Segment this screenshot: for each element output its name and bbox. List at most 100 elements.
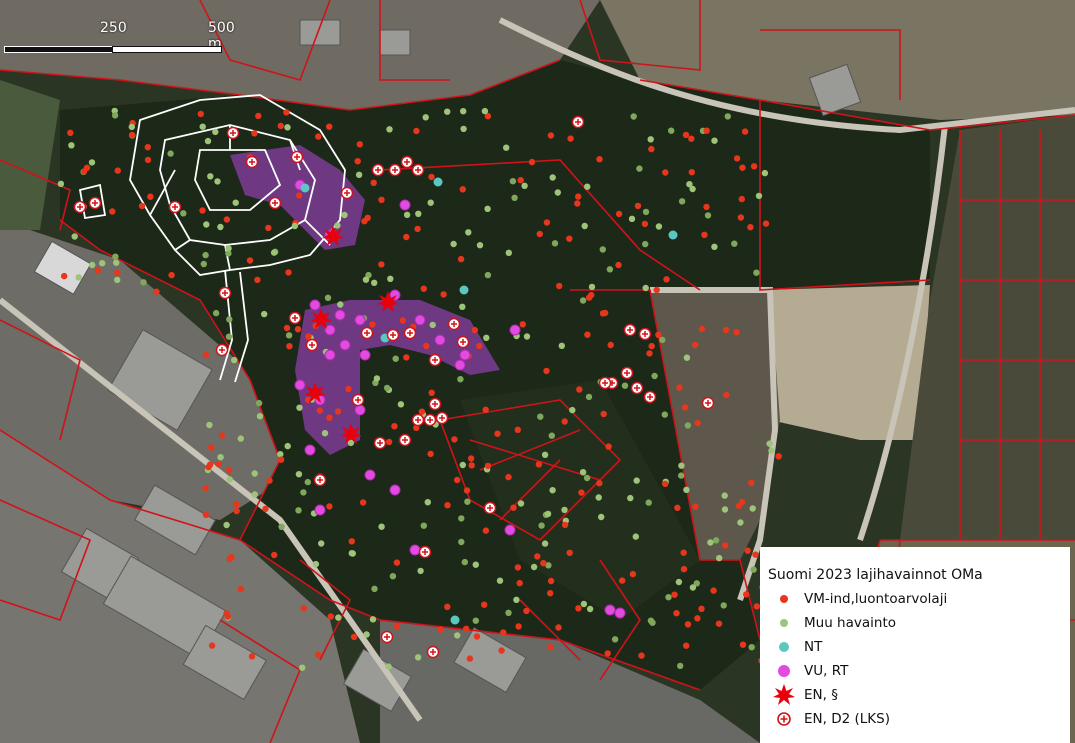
observation-point bbox=[321, 430, 329, 437]
observation-point bbox=[514, 426, 521, 433]
circle-cross-icon bbox=[88, 196, 102, 210]
observation-point bbox=[688, 135, 695, 142]
observation-point bbox=[391, 423, 398, 430]
observation-point bbox=[255, 399, 263, 407]
observation-point bbox=[540, 560, 547, 567]
observation-point bbox=[467, 455, 475, 462]
observation-point bbox=[57, 180, 65, 187]
observation-point bbox=[444, 502, 451, 509]
observation-point bbox=[581, 222, 588, 230]
observation-point bbox=[114, 269, 121, 276]
circle-cross-icon bbox=[598, 376, 612, 390]
observation-point bbox=[519, 321, 526, 328]
observation-point bbox=[662, 480, 669, 487]
magenta-dot-icon bbox=[772, 659, 796, 683]
observation-point bbox=[723, 391, 730, 399]
observation-point bbox=[737, 519, 744, 526]
observation-point bbox=[199, 123, 206, 130]
observation-point bbox=[223, 216, 231, 223]
observation-point bbox=[739, 641, 747, 648]
circle-cross-icon bbox=[380, 630, 394, 644]
observation-point bbox=[369, 321, 376, 328]
observation-point bbox=[509, 178, 517, 185]
observation-point bbox=[71, 233, 78, 240]
nt-point bbox=[300, 183, 310, 193]
observation-point bbox=[212, 309, 220, 317]
map-legend: Suomi 2023 lajihavainnot OMa VM-ind,luon… bbox=[760, 547, 1070, 743]
observation-point bbox=[248, 653, 256, 660]
observation-point bbox=[403, 233, 410, 241]
observation-point bbox=[296, 404, 303, 411]
vu-rt-point bbox=[324, 349, 336, 361]
observation-point bbox=[428, 173, 435, 181]
observation-point bbox=[385, 438, 393, 446]
circle-cross-icon bbox=[226, 126, 240, 140]
observation-point bbox=[246, 257, 254, 264]
observation-point bbox=[202, 484, 209, 492]
scale-label-250: 250 bbox=[100, 20, 127, 36]
circle-cross-icon bbox=[772, 707, 796, 731]
observation-point bbox=[251, 470, 258, 477]
observation-point bbox=[703, 127, 710, 134]
observation-point bbox=[113, 259, 120, 266]
observation-point bbox=[686, 181, 693, 188]
observation-point bbox=[574, 200, 581, 207]
observation-point bbox=[698, 605, 705, 612]
observation-point bbox=[607, 341, 614, 349]
observation-point bbox=[642, 284, 649, 292]
observation-point bbox=[517, 177, 524, 184]
circle-cross-icon bbox=[428, 397, 442, 411]
observation-point bbox=[206, 421, 213, 429]
observation-point bbox=[692, 503, 699, 510]
observation-point bbox=[741, 128, 749, 135]
observation-point bbox=[711, 137, 718, 144]
observation-point bbox=[748, 644, 755, 651]
observation-point bbox=[224, 613, 232, 620]
observation-point bbox=[537, 413, 544, 420]
observation-point bbox=[414, 654, 422, 661]
legend-title: Suomi 2023 lajihavainnot OMa bbox=[768, 567, 983, 583]
circle-cross-icon bbox=[411, 163, 425, 177]
observation-point bbox=[704, 212, 712, 219]
observation-point bbox=[427, 199, 434, 206]
observation-point bbox=[513, 596, 520, 603]
observation-point bbox=[678, 462, 685, 469]
legend-item-vu-rt: VU, RT bbox=[768, 659, 1062, 683]
observation-point bbox=[558, 342, 565, 349]
circle-cross-icon bbox=[360, 326, 374, 340]
vu-rt-point bbox=[354, 404, 366, 416]
observation-point bbox=[278, 523, 285, 530]
observation-point bbox=[748, 479, 755, 487]
observation-point bbox=[599, 246, 606, 253]
observation-point bbox=[484, 113, 492, 120]
observation-point bbox=[312, 560, 320, 568]
observation-point bbox=[599, 310, 607, 317]
scale-segment-white bbox=[112, 46, 222, 53]
observation-point bbox=[226, 555, 233, 563]
circle-cross-icon bbox=[400, 155, 414, 169]
vu-rt-point bbox=[454, 359, 466, 371]
observation-point bbox=[689, 185, 696, 193]
observation-point bbox=[89, 261, 96, 269]
observation-point bbox=[735, 502, 743, 510]
observation-point bbox=[651, 372, 658, 380]
observation-point bbox=[414, 225, 421, 233]
observation-point bbox=[494, 430, 501, 437]
observation-point bbox=[733, 329, 740, 336]
observation-point bbox=[168, 271, 175, 279]
observation-point bbox=[538, 522, 545, 529]
observation-point bbox=[536, 230, 543, 238]
observation-point bbox=[207, 173, 214, 180]
observation-point bbox=[646, 350, 653, 357]
observation-point bbox=[500, 629, 507, 636]
observation-point bbox=[197, 110, 204, 118]
observation-point bbox=[459, 461, 466, 469]
observation-point bbox=[420, 522, 427, 529]
observation-point bbox=[561, 506, 568, 514]
legend-item-nt: NT bbox=[768, 635, 1062, 659]
observation-point bbox=[362, 276, 370, 283]
observation-point bbox=[677, 662, 684, 670]
observation-point bbox=[299, 664, 306, 671]
observation-point bbox=[598, 513, 605, 521]
observation-point bbox=[373, 375, 381, 382]
